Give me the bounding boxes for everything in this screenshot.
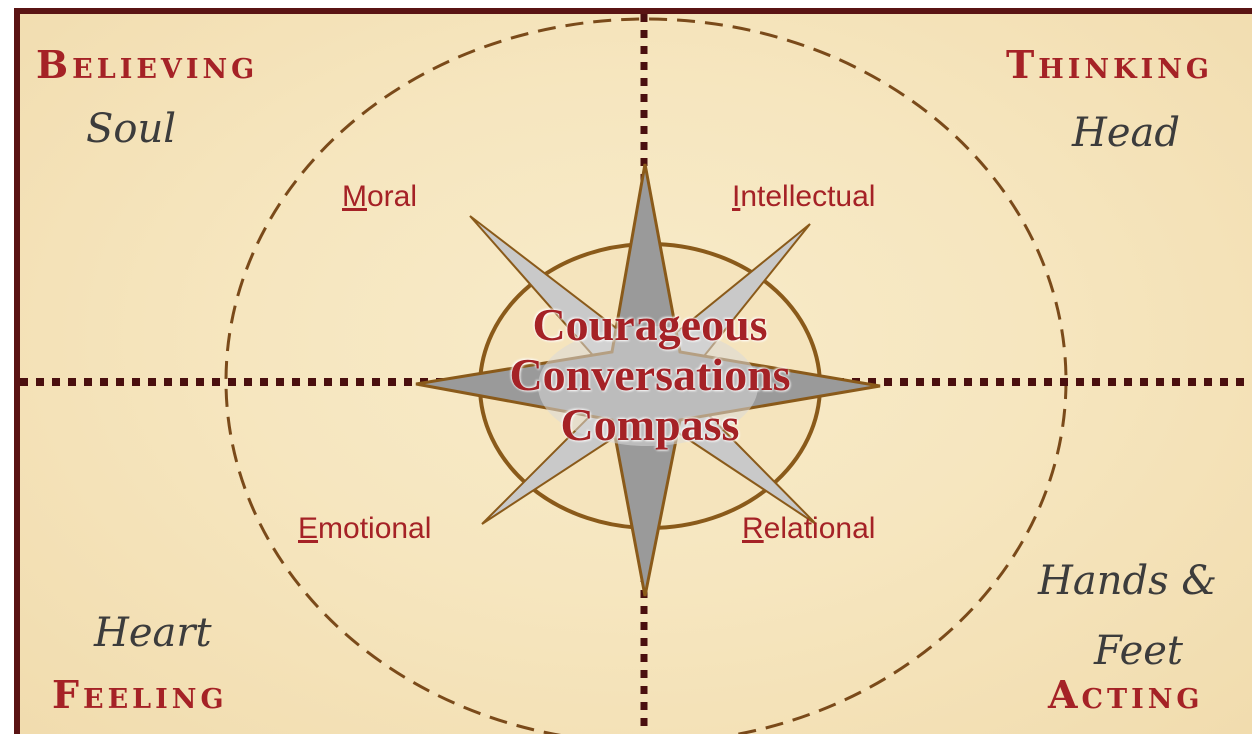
dimension-initial-relational: R	[742, 512, 764, 545]
diagram-frame: Believing Soul Thinking Head Heart Feeli…	[14, 8, 1252, 734]
compass-diagram	[20, 14, 1252, 734]
dimension-label-moral: Moral	[342, 180, 417, 214]
dimension-initial-moral: M	[342, 180, 367, 213]
quadrant-subtitle-hands: Hands &	[1038, 558, 1217, 604]
dimension-rest-moral: oral	[367, 180, 418, 213]
dimension-label-relational: Relational	[742, 512, 875, 546]
dimension-initial-intellectual: I	[732, 180, 741, 213]
quadrant-title-feeling: Feeling	[52, 672, 228, 717]
quadrant-title-thinking: Thinking	[1006, 42, 1213, 87]
dimension-label-emotional: Emotional	[298, 512, 431, 546]
quadrant-subtitle-heart: Heart	[94, 610, 212, 656]
quadrant-subtitle-head: Head	[1072, 110, 1181, 156]
dimension-rest-relational: elational	[763, 512, 876, 545]
quadrant-subtitle-soul: Soul	[86, 106, 177, 152]
dimension-initial-emotional: E	[298, 512, 319, 545]
quadrant-title-believing: Believing	[36, 42, 259, 87]
dimension-label-intellectual: Intellectual	[732, 180, 875, 214]
dimension-rest-emotional: motional	[318, 512, 432, 545]
compass-title-line1: Courageous	[532, 299, 768, 350]
quadrant-subtitle-feet: Feet	[1094, 628, 1183, 674]
compass-center-glow	[538, 326, 758, 446]
compass-title: Courageous Conversations Compass	[460, 300, 840, 450]
dimension-rest-intellectual: ntellectual	[740, 180, 876, 213]
compass-title-line3: Compass	[560, 399, 740, 450]
compass-title-line2: Conversations	[509, 349, 791, 400]
quadrant-title-acting: Acting	[1048, 672, 1204, 717]
